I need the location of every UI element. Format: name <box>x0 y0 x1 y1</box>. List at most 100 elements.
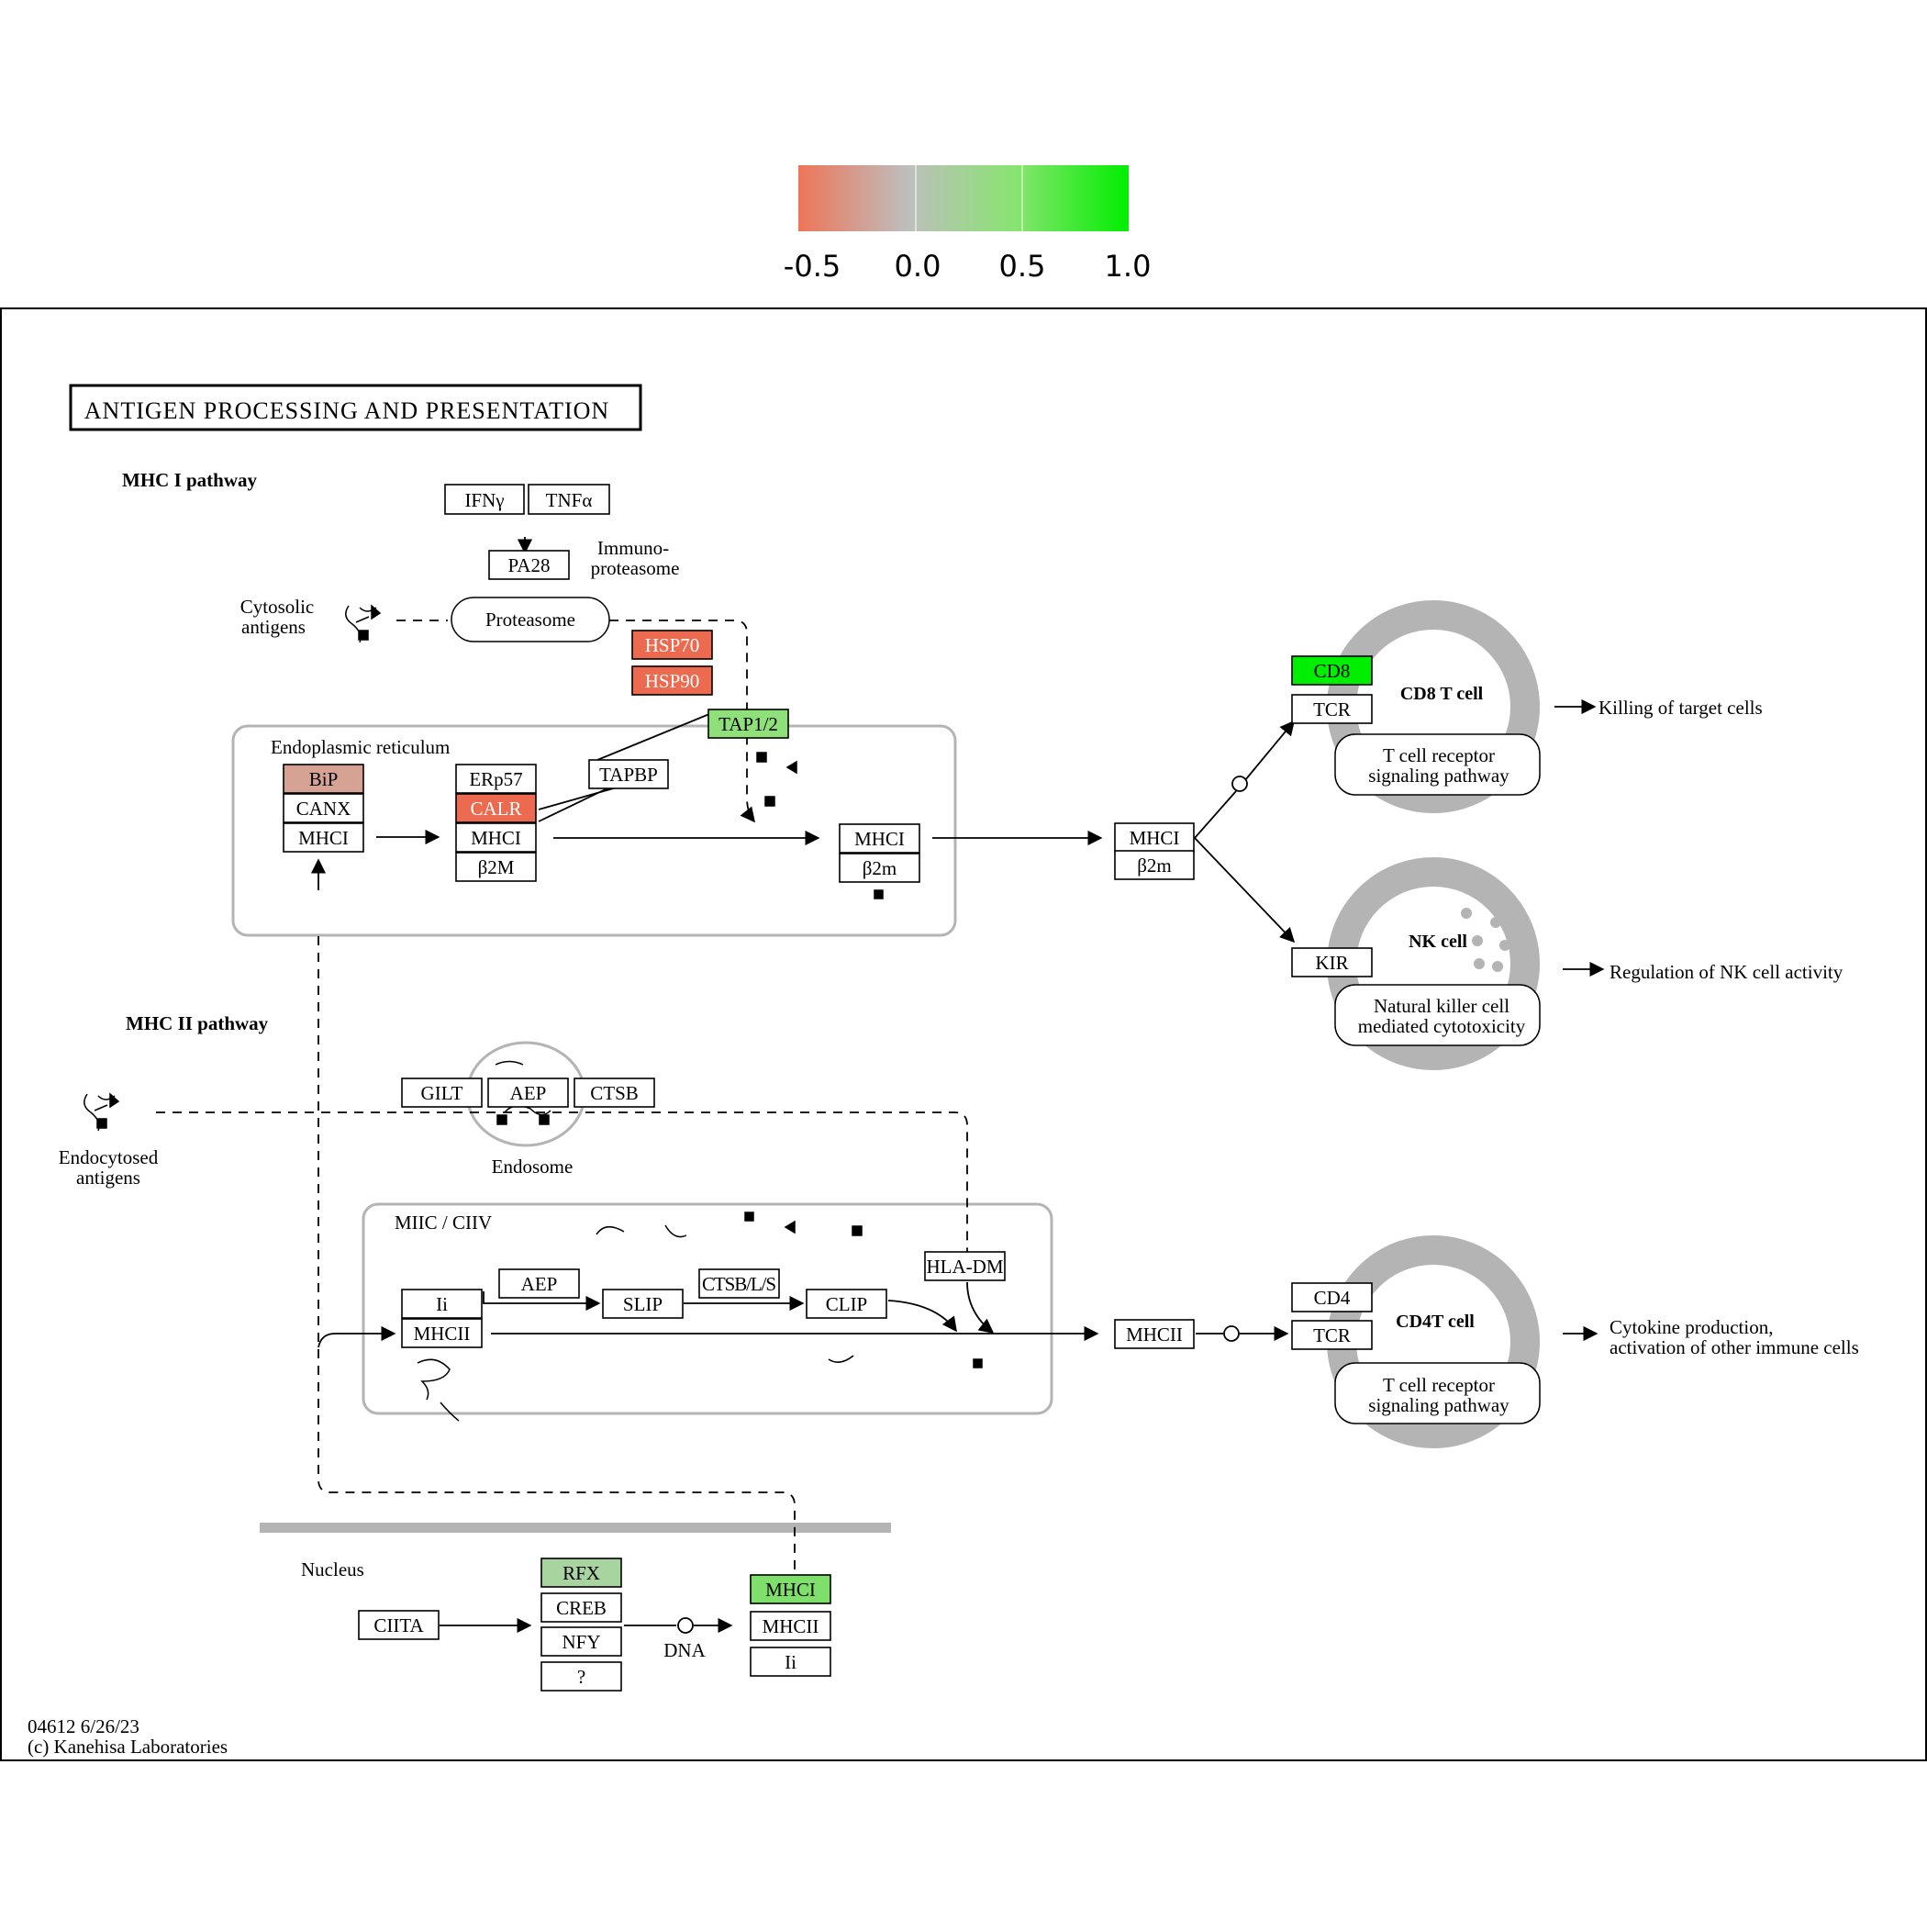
gene-box-tcr-2[interactable]: TCR <box>1291 1320 1373 1350</box>
gene-label: MHCII <box>763 1615 819 1637</box>
legend-tick-label: 1.0 <box>1105 249 1152 284</box>
gene-label: ? <box>577 1666 585 1688</box>
tcr-pathway-line: signaling pathway <box>1368 765 1509 787</box>
gene-box-b2m-c[interactable]: β2m <box>839 853 920 883</box>
mhc1-heading: MHC I pathway <box>122 469 258 491</box>
gene-box-rect <box>631 630 713 660</box>
gene-label: TCR <box>1313 1324 1351 1346</box>
gene-label: Ii <box>785 1651 796 1673</box>
gene-label: HLA-DM <box>927 1256 1004 1278</box>
tcr-pathway-link-2[interactable] <box>1334 1362 1541 1424</box>
gene-box-pa28[interactable]: PA28 <box>488 550 570 580</box>
gene-box-hsp70[interactable]: HSP70 <box>631 630 713 660</box>
gene-label: CTSB/L/S <box>702 1273 776 1295</box>
gene-box-tnfa[interactable]: TNFα <box>528 484 610 515</box>
mhc2-heading: MHC II pathway <box>126 1012 269 1034</box>
gene-box-rect <box>750 1574 831 1604</box>
gene-box-b2m-d[interactable]: β2m <box>1114 850 1195 880</box>
gene-box-mhci-d[interactable]: MHCI <box>1114 822 1195 853</box>
gene-box-rect <box>540 1592 622 1623</box>
gene-label: IFNγ <box>464 489 504 511</box>
gene-box-tap[interactable]: TAP1/2 <box>707 709 789 739</box>
cd8-t-cell: T cell receptor signaling pathway CD8 T … <box>1327 600 1541 813</box>
gene-label: CLIP <box>826 1293 868 1315</box>
gene-box-rect <box>444 484 525 515</box>
gene-label: GILT <box>421 1082 463 1104</box>
gene-box-aep-2[interactable]: AEP <box>498 1268 580 1299</box>
output-nk-regulation: Regulation of NK cell activity <box>1610 961 1843 983</box>
gene-box-tapbp[interactable]: TAPBP <box>588 759 669 789</box>
gene-label: SLIP <box>623 1293 663 1315</box>
miic-compartment <box>362 1202 1053 1415</box>
gene-box-rect <box>707 709 789 739</box>
gene-box-rect <box>1291 947 1373 977</box>
pathway-connectors <box>156 537 1605 1634</box>
gene-box-mhci-c[interactable]: MHCI <box>839 823 920 854</box>
nk-cytotoxicity-link[interactable] <box>1334 984 1541 1046</box>
gene-box-rect <box>487 1078 569 1108</box>
gene-box-ii-n[interactable]: Ii <box>750 1647 831 1677</box>
gene-box-slip[interactable]: SLIP <box>602 1289 684 1319</box>
gene-box-rect <box>401 1318 483 1348</box>
tcr-pathway-link-1[interactable] <box>1334 733 1541 796</box>
gene-box-mhcii-2[interactable]: MHCII <box>1114 1319 1195 1349</box>
gene-box-b2m-b[interactable]: β2M <box>455 852 537 882</box>
gene-box-cd4[interactable]: CD4 <box>1291 1282 1373 1312</box>
gene-box-rect <box>750 1611 831 1641</box>
gene-label: HSP90 <box>645 670 700 692</box>
footer-copyright: (c) Kanehisa Laboratories <box>28 1736 228 1758</box>
gene-box-hsp90[interactable]: HSP90 <box>631 665 713 696</box>
nk-pathway-line: mediated cytotoxicity <box>1358 1015 1526 1037</box>
gene-box-rfx[interactable]: RFX <box>540 1558 622 1588</box>
gene-box-ctsbls[interactable]: CTSB/L/S <box>698 1268 780 1299</box>
gene-label: CD4 <box>1314 1287 1351 1309</box>
cd8-cell-label: CD8 T cell <box>1400 684 1484 704</box>
gene-box-rect <box>283 822 364 853</box>
gene-box-rect <box>750 1647 831 1677</box>
nk-cell-label: NK cell <box>1409 932 1467 952</box>
gene-box-rect <box>488 550 570 580</box>
gene-box-gilt[interactable]: GILT <box>401 1078 483 1108</box>
gene-box-rect <box>602 1289 684 1319</box>
gene-box-nfy[interactable]: NFY <box>540 1626 622 1657</box>
gene-box-ifng[interactable]: IFNγ <box>444 484 525 515</box>
gene-box-clip[interactable]: CLIP <box>806 1289 887 1319</box>
immunoproteasome-label: proteasome <box>591 557 680 579</box>
gene-box-ii-1[interactable]: Ii <box>401 1289 483 1319</box>
gene-box-erp57[interactable]: ERp57 <box>455 764 537 794</box>
gene-box-rect <box>540 1558 622 1588</box>
gene-box-aep-1[interactable]: AEP <box>487 1078 569 1108</box>
gene-box-kir[interactable]: KIR <box>1291 947 1373 977</box>
gene-box-calr[interactable]: CALR <box>455 793 537 823</box>
gene-label: CANX <box>296 798 351 820</box>
gene-box-ctsb[interactable]: CTSB <box>574 1078 655 1108</box>
gene-box-creb[interactable]: CREB <box>540 1592 622 1623</box>
proteasome-node[interactable] <box>451 597 610 642</box>
gene-box-tcr-1[interactable]: TCR <box>1291 694 1373 724</box>
gene-box-canx[interactable]: CANX <box>283 793 364 823</box>
gene-box-rect <box>806 1289 887 1319</box>
antigen-glyphs <box>84 604 983 1422</box>
gene-box-mhci-b[interactable]: MHCI <box>455 822 537 853</box>
gene-box-mhcii-1[interactable]: MHCII <box>401 1318 483 1348</box>
gene-box-rect <box>574 1078 655 1108</box>
gene-box-bip[interactable]: BiP <box>283 764 364 794</box>
gene-box-cd8[interactable]: CD8 <box>1291 655 1373 686</box>
gene-label: HSP70 <box>645 634 700 656</box>
gene-box-unk[interactable]: ? <box>540 1661 622 1692</box>
er-compartment <box>231 724 957 937</box>
gene-box-rect <box>455 793 537 823</box>
gene-box-mhci-a[interactable]: MHCI <box>283 822 364 853</box>
gene-box-rect <box>839 853 920 883</box>
gene-box-rect <box>588 759 669 789</box>
gene-box-hladm[interactable]: HLA-DM <box>924 1251 1006 1281</box>
gene-label: TAP1/2 <box>718 713 778 735</box>
gene-box-rect <box>528 484 610 515</box>
gene-label: β2m <box>863 857 897 879</box>
er-label: Endoplasmic reticulum <box>271 736 450 758</box>
gene-label: Ii <box>436 1293 448 1315</box>
gene-box-mhci-n[interactable]: MHCI <box>750 1574 831 1604</box>
gene-box-mhcii-n[interactable]: MHCII <box>750 1611 831 1641</box>
gene-box-ciita[interactable]: CIITA <box>358 1610 440 1640</box>
